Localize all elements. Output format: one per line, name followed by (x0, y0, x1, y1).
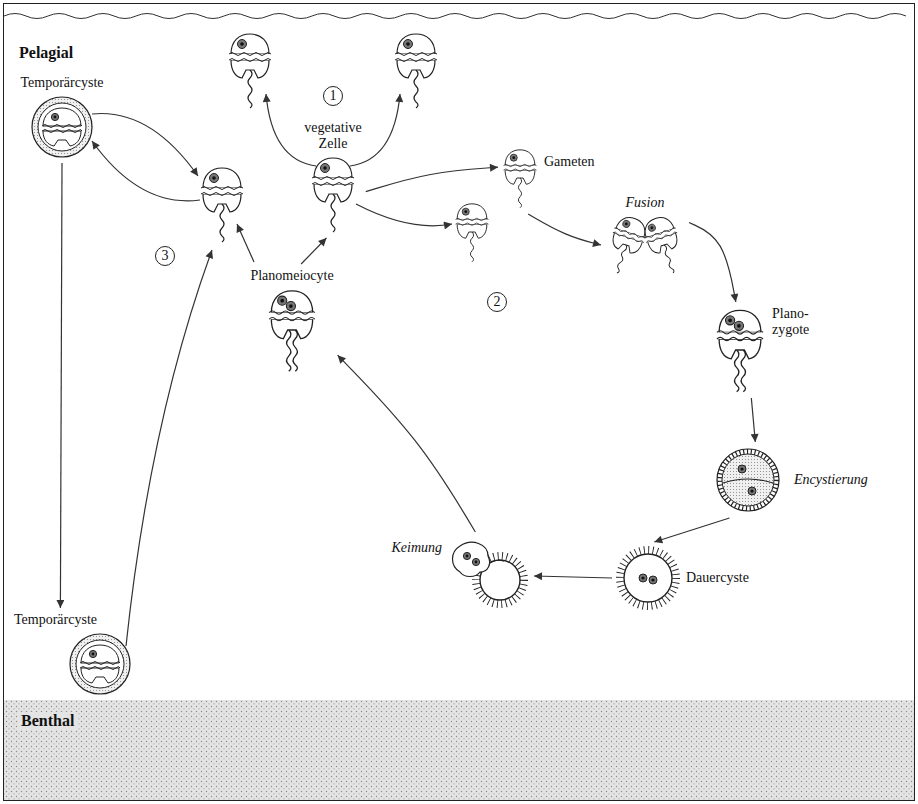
stage-label: Planomeiocyte (250, 268, 333, 284)
zone-label: Pelagial (16, 44, 76, 62)
vegetative-cell (201, 168, 243, 242)
stage-label: Plano- zygote (772, 306, 809, 338)
organism-illustration (310, 154, 356, 234)
label-group: Gameten (544, 154, 595, 170)
organism-illustration (68, 632, 132, 696)
label-group: Dauercyste (686, 570, 749, 586)
life-stage: Keimung (387, 532, 534, 612)
organism-shape (453, 542, 525, 604)
label-group: Temporärcyste (14, 612, 97, 628)
life-stage: vegetative Zelle (300, 116, 366, 238)
lifecycle-arrow (338, 355, 476, 532)
gamete-cell (456, 204, 489, 262)
life-stage: Fusion (601, 191, 689, 281)
callout-number: 2 (487, 292, 507, 312)
life-stage: Planomeiocyte (246, 264, 337, 378)
frame (4, 4, 915, 801)
gamete-arrow (356, 204, 452, 226)
lifecycle-arrow (366, 167, 498, 191)
organism-illustration (714, 446, 782, 514)
organism-shape (312, 158, 354, 232)
label-group: Plano- zygote (772, 306, 809, 338)
stage-label: Encystierung (794, 472, 868, 488)
daughter-cell (229, 34, 271, 108)
benthal-sediment (4, 700, 914, 800)
life-stage: Plano- zygote (710, 302, 813, 398)
life-stage: Temporärcyste (17, 71, 108, 163)
organism-shape (620, 550, 676, 606)
stage-label: vegetative Zelle (304, 120, 362, 152)
label-group: Fusion (626, 195, 665, 211)
lifecycle-arrow (751, 398, 755, 442)
organism-illustration (714, 306, 766, 394)
meiocyte-arrow (237, 224, 254, 262)
lifecycle-arrow (654, 518, 729, 542)
life-stage: Temporärcyste (10, 608, 136, 700)
organism-shape (70, 634, 130, 694)
organism-illustration (605, 213, 685, 277)
organism-illustration (30, 95, 94, 159)
callout-number: 1 (323, 86, 343, 106)
zone-label: Benthal (18, 712, 77, 730)
lifecycle-arrow (534, 576, 612, 578)
organism-shape (601, 213, 688, 278)
organism-illustration (502, 146, 538, 210)
organism-shape (32, 97, 92, 157)
organism-shape (504, 150, 537, 208)
daughter-cell (395, 34, 437, 108)
life-stage: Gameten (498, 142, 599, 214)
organism-shape (717, 310, 763, 391)
label-group: Planomeiocyte (250, 268, 333, 284)
organism-illustration (446, 536, 530, 608)
life-stage: Dauercyste (612, 542, 753, 614)
label-group: Encystierung (794, 472, 868, 488)
stage-label: Temporärcyste (21, 75, 104, 91)
stage-label: Fusion (626, 195, 665, 211)
organism-shape (269, 291, 315, 371)
lifecycle-arrow (528, 214, 601, 245)
water-surface (4, 14, 906, 19)
stage-label: Temporärcyste (14, 612, 97, 628)
lifecycle-arrow (689, 223, 736, 303)
lifecycle-arrow (301, 238, 326, 264)
life-stage: Encystierung (710, 442, 872, 518)
excystment-arrow (126, 250, 212, 646)
callout-number: 3 (155, 246, 175, 266)
organism-illustration (616, 546, 680, 610)
stage-label: Keimung (391, 540, 442, 556)
encystment-arrow (92, 141, 200, 201)
label-group: vegetative Zelle (304, 120, 362, 152)
organism-shape (717, 449, 779, 511)
organism-illustration (267, 286, 317, 374)
lifecycle-arrow (60, 163, 62, 608)
label-group: Temporärcyste (21, 75, 104, 91)
label-group: Keimung (391, 540, 442, 556)
stage-label: Dauercyste (686, 570, 749, 586)
excystment-arrow (92, 114, 198, 176)
stage-label: Gameten (544, 154, 595, 170)
